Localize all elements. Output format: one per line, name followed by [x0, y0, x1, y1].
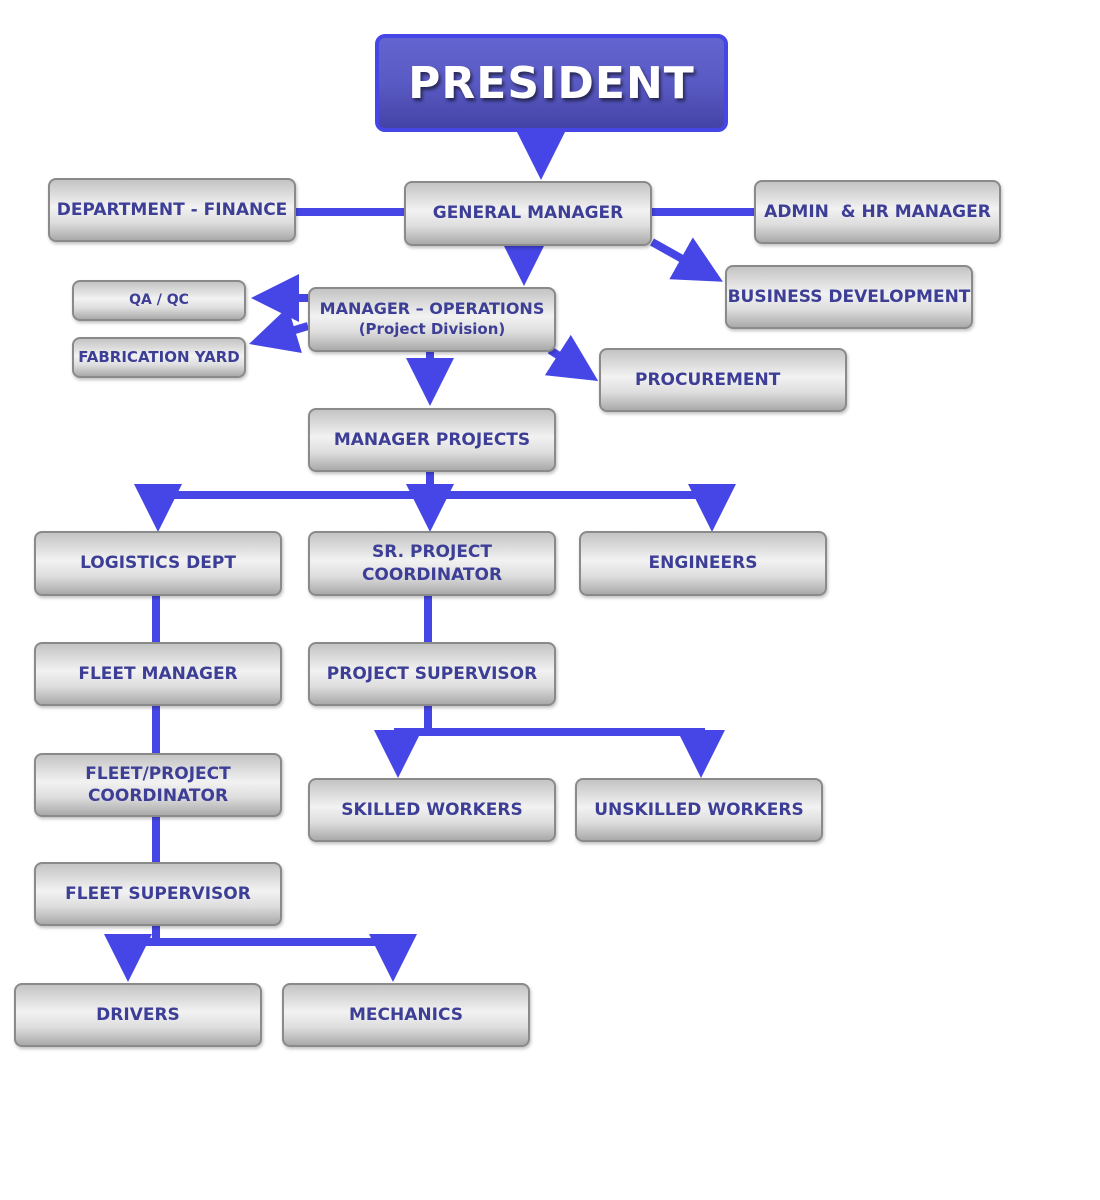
fleet-project-coordinator-box: FLEET/PROJECT COORDINATOR: [34, 753, 282, 817]
fleet-manager-label: FLEET MANAGER: [78, 663, 238, 684]
department-finance-box: DEPARTMENT - FINANCE: [48, 178, 296, 242]
admin-hr-manager-box: ADMIN & HR MANAGER: [754, 180, 1001, 244]
manager-operations-box: MANAGER – OPERATIONS (Project Division): [308, 287, 556, 352]
mechanics-box: MECHANICS: [282, 983, 530, 1047]
fleet-project-coordinator-line1: FLEET/PROJECT: [85, 763, 231, 784]
manager-projects-label: MANAGER PROJECTS: [333, 429, 531, 450]
logistics-dept-box: LOGISTICS DEPT: [34, 531, 282, 596]
manager-projects-box: MANAGER PROJECTS: [308, 408, 556, 472]
sr-project-coordinator-line1: SR. PROJECT: [371, 542, 493, 563]
connector-fleetsup-bus: [124, 926, 396, 946]
connector-projsup-bus: [394, 706, 705, 736]
president-box: PRESIDENT: [375, 34, 728, 132]
fabrication-yard-box: FABRICATION YARD: [72, 337, 246, 378]
connector-gm-bizdev: [650, 237, 723, 282]
procurement-box: PROCUREMENT: [599, 348, 847, 412]
logistics-dept-label: LOGISTICS DEPT: [80, 553, 236, 574]
drivers-label: DRIVERS: [96, 1004, 180, 1025]
business-development-label: BUSINESS DEVELOPMENT: [727, 286, 971, 307]
sr-project-coordinator-box: SR. PROJECT COORDINATOR: [308, 531, 556, 596]
procurement-label: PROCUREMENT: [635, 369, 781, 390]
manager-operations-sublabel: (Project Division): [358, 320, 506, 339]
engineers-label: ENGINEERS: [648, 553, 758, 574]
fleet-manager-box: FLEET MANAGER: [34, 642, 282, 706]
drivers-box: DRIVERS: [14, 983, 262, 1047]
unskilled-workers-label: UNSKILLED WORKERS: [594, 799, 804, 820]
manager-operations-label: MANAGER – OPERATIONS: [319, 299, 545, 319]
president-label: PRESIDENT: [408, 57, 695, 109]
fleet-supervisor-label: FLEET SUPERVISOR: [65, 883, 251, 904]
admin-hr-manager-label: ADMIN & HR MANAGER: [764, 201, 991, 222]
skilled-workers-box: SKILLED WORKERS: [308, 778, 556, 842]
connector-mgrprojects-bus: [154, 472, 715, 499]
general-manager-box: GENERAL MANAGER: [404, 181, 652, 246]
project-supervisor-label: PROJECT SUPERVISOR: [326, 663, 538, 684]
unskilled-workers-box: UNSKILLED WORKERS: [575, 778, 823, 842]
fabrication-yard-label: FABRICATION YARD: [78, 347, 240, 366]
sr-project-coordinator-line2: COORDINATOR: [361, 564, 503, 585]
qa-qc-box: QA / QC: [72, 280, 246, 321]
skilled-workers-label: SKILLED WORKERS: [341, 799, 523, 820]
department-finance-label: DEPARTMENT - FINANCE: [56, 199, 288, 220]
project-supervisor-box: PROJECT SUPERVISOR: [308, 642, 556, 706]
fleet-supervisor-box: FLEET SUPERVISOR: [34, 862, 282, 926]
general-manager-label: GENERAL MANAGER: [432, 203, 624, 224]
qa-qc-label: QA / QC: [129, 292, 189, 309]
connector-ops-procurement: [544, 334, 599, 381]
connector-ops-fab: [249, 307, 310, 353]
engineers-box: ENGINEERS: [579, 531, 827, 596]
fleet-project-coordinator-line2: COORDINATOR: [87, 786, 229, 806]
business-development-box: BUSINESS DEVELOPMENT: [725, 265, 973, 329]
mechanics-label: MECHANICS: [349, 1004, 463, 1025]
